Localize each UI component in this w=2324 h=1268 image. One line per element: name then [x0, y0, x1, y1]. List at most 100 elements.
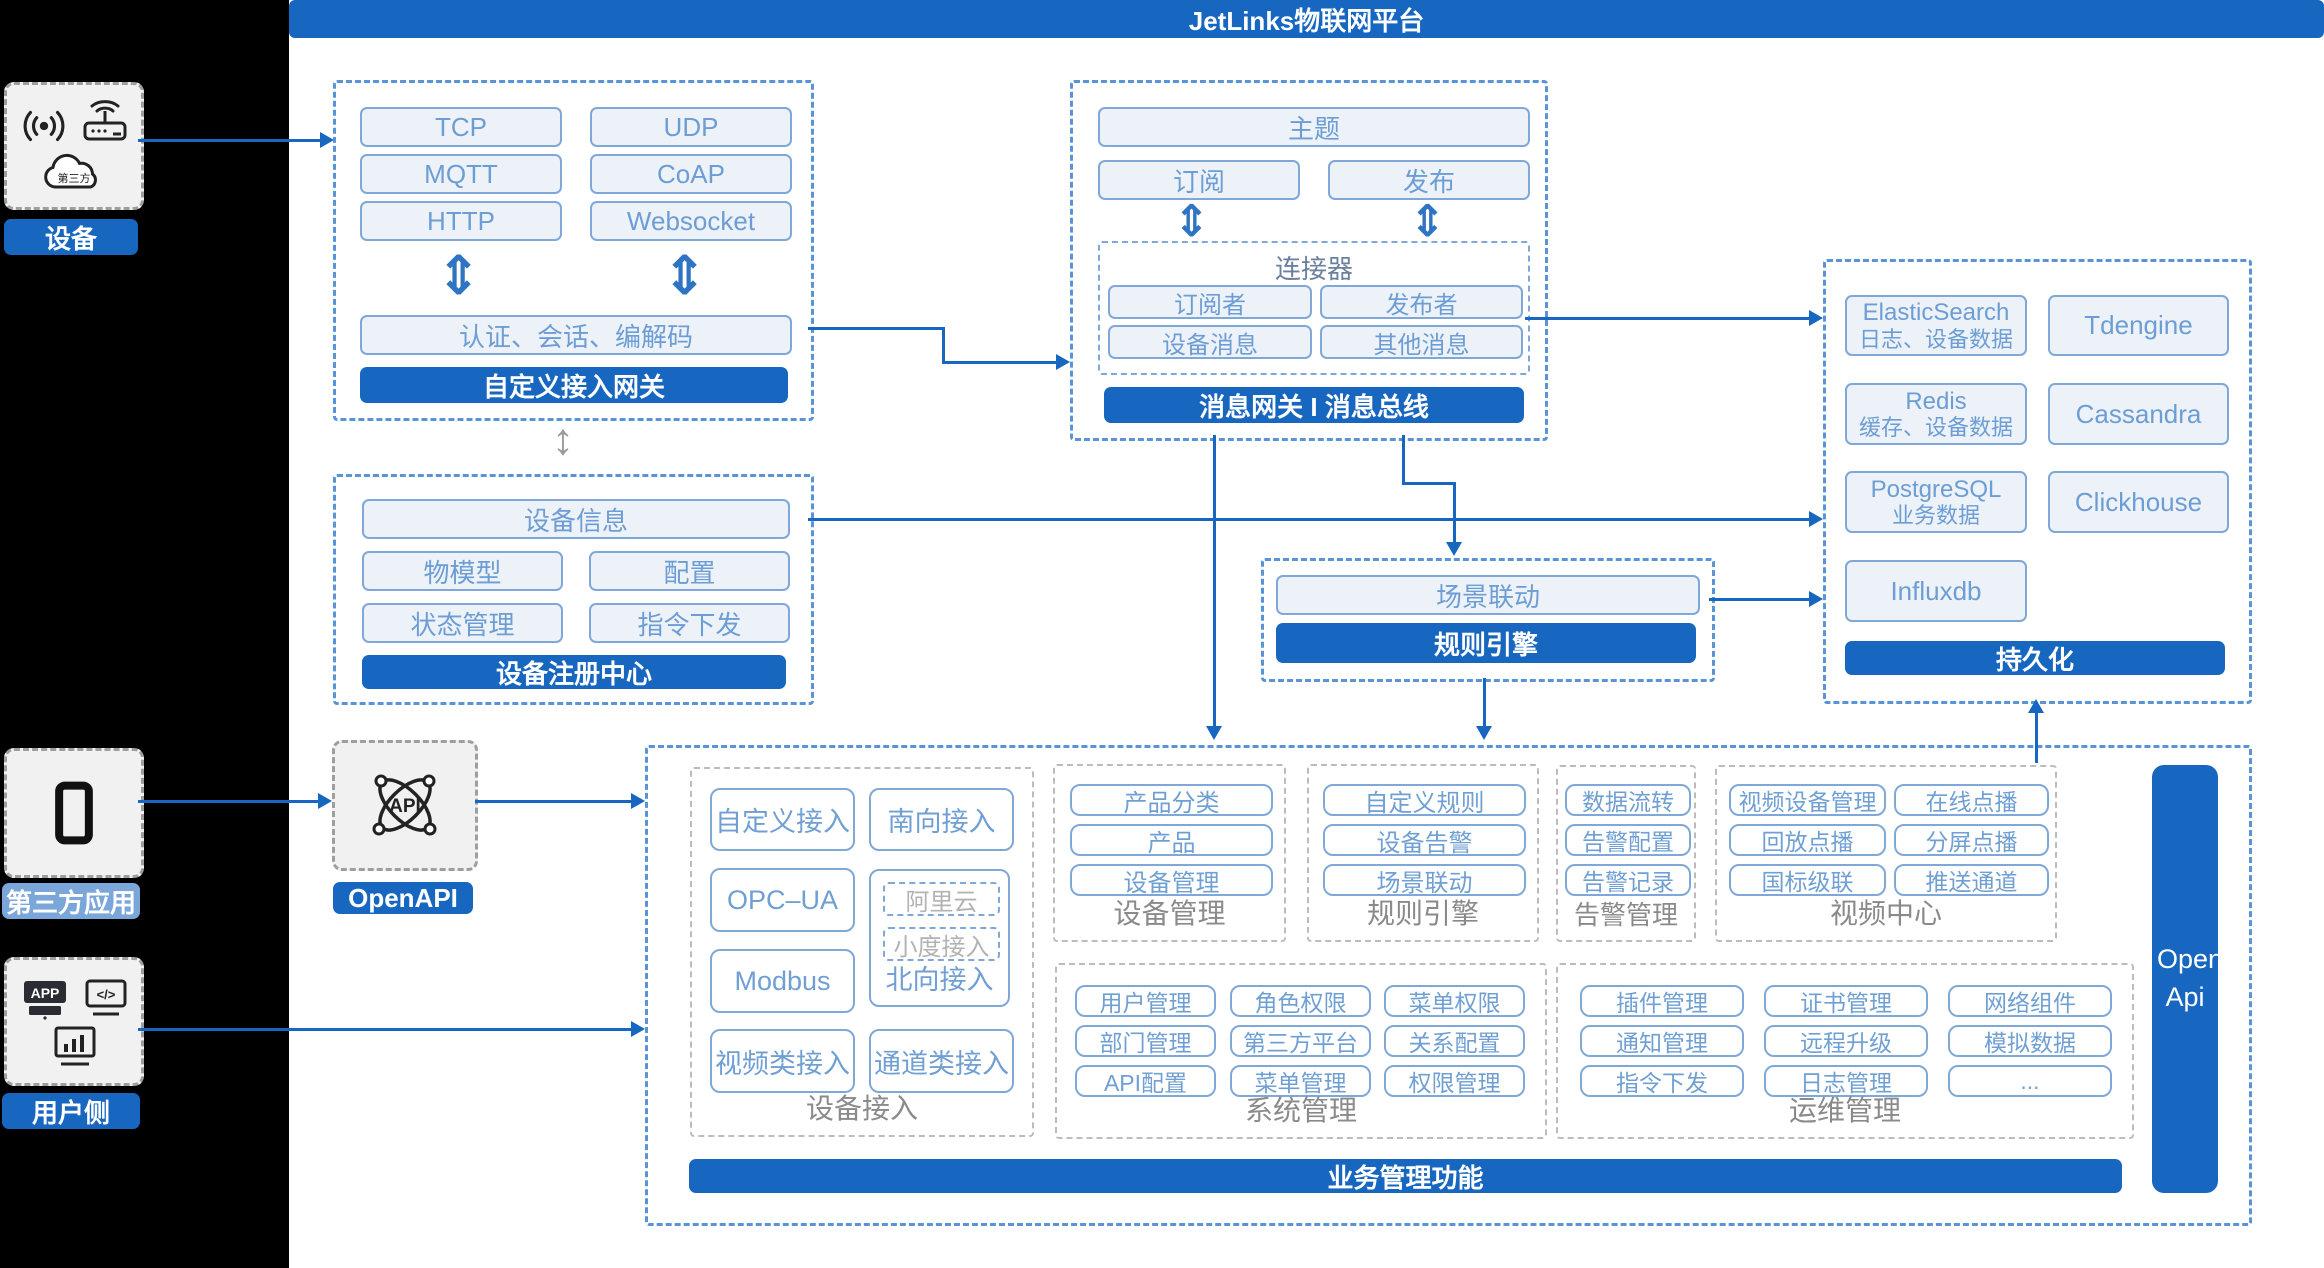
item-video-device-mgmt: 视频设备管理 — [1729, 784, 1886, 816]
store-redis: Redis 缓存、设备数据 — [1845, 383, 2027, 445]
access-opcua: OPC–UA — [710, 868, 855, 932]
item-split-screen: 分屏点播 — [1894, 824, 2049, 856]
connector-device-to-gateway — [138, 139, 322, 142]
publish-box: 发布 — [1328, 160, 1530, 200]
message-gateway-bar: 消息网关 I 消息总线 — [1104, 387, 1524, 423]
protocol-http: HTTP — [360, 201, 562, 241]
arrow-head — [631, 1021, 645, 1037]
store-tdengine: Tdengine — [2048, 295, 2229, 356]
wireless-signal-icon — [23, 110, 65, 142]
page-title: JetLinks物联网平台 — [1188, 5, 1425, 36]
topic-box: 主题 — [1098, 107, 1530, 147]
device-message-box: 设备消息 — [1108, 325, 1312, 359]
arrow-head — [631, 793, 645, 809]
protocol-websocket: Websocket — [590, 201, 792, 241]
code-window-icon: </> — [85, 979, 127, 1016]
connector-userside-to-platform — [138, 1028, 633, 1031]
openapi-icon-box: API — [332, 740, 478, 871]
item-more: ... — [1948, 1065, 2112, 1097]
double-arrow-icon: ⇕ — [662, 246, 708, 306]
registry-device-info: 设备信息 — [362, 499, 790, 539]
item-alarm-config: 告警配置 — [1565, 824, 1691, 856]
open-api-bar: Open Api — [2152, 765, 2223, 1193]
ops-mgmt-label: 运维管理 — [1788, 1095, 1901, 1126]
third-party-app-box — [4, 748, 144, 878]
item-network-component: 网络组件 — [1948, 985, 2112, 1017]
item-push-channel: 推送通道 — [1894, 864, 2049, 896]
item-relation-config: 关系配置 — [1384, 1025, 1525, 1057]
app-icon: APP — [24, 981, 66, 1020]
item-third-platform: 第三方平台 — [1230, 1025, 1371, 1057]
svg-text:第三方: 第三方 — [58, 171, 91, 185]
subscriber-box: 订阅者 — [1108, 285, 1312, 319]
access-aliyun: 阿里云 — [883, 882, 1000, 916]
item-device-mgmt: 设备管理 — [1070, 864, 1273, 897]
auth-session-codec: 认证、会话、编解码 — [360, 315, 792, 355]
rule-engine-group: 场景联动 规则引擎 — [1261, 558, 1715, 682]
device-registry-group: 设备信息 物模型 配置 状态管理 指令下发 设备注册中心 — [333, 474, 814, 705]
arrow-head — [1809, 310, 1823, 326]
item-gb-cascade: 国标级联 — [1729, 864, 1886, 896]
protocol-coap: CoAP — [590, 154, 792, 194]
ops-mgmt-section: 插件管理 证书管理 网络组件 通知管理 远程升级 模拟数据 指令下发 日志管理 … — [1556, 963, 2134, 1139]
store-elasticsearch: ElasticSearch 日志、设备数据 — [1845, 295, 2027, 356]
svg-text:</>: </> — [97, 987, 116, 1002]
item-device-alarm: 设备告警 — [1323, 824, 1526, 857]
item-mock-data: 模拟数据 — [1948, 1025, 2112, 1057]
device-sources-box: 第三方 — [4, 82, 144, 210]
rule-engine-bar: 规则引擎 — [1276, 623, 1696, 663]
rule-engine-section: 自定义规则 设备告警 场景联动 规则引擎 — [1307, 764, 1539, 942]
item-dept-mgmt: 部门管理 — [1075, 1025, 1216, 1057]
double-arrow-icon: ⇕ — [1409, 197, 1446, 246]
business-functions-bar: 业务管理功能 — [689, 1159, 2122, 1193]
video-center-section: 视频设备管理 在线点播 回放点播 分屏点播 国标级联 推送通道 视频中心 — [1715, 765, 2057, 942]
item-perm-mgmt: 权限管理 — [1384, 1065, 1525, 1097]
connector-platform-to-persistence — [2035, 712, 2038, 763]
svg-text:APP: APP — [31, 985, 60, 1001]
item-custom-rule: 自定义规则 — [1323, 784, 1526, 817]
third-party-cloud-icon: 第三方 — [44, 153, 97, 189]
connector-gateway-to-bus-3 — [942, 361, 1057, 364]
item-data-flow: 数据流转 — [1565, 784, 1691, 816]
item-cert-mgmt: 证书管理 — [1764, 985, 1928, 1017]
connector-bus-to-scene-2 — [1402, 482, 1456, 485]
alarm-mgmt-section: 数据流转 告警配置 告警记录 告警管理 — [1556, 765, 1696, 942]
mobile-phone-icon — [55, 781, 93, 845]
connector-gateway-to-bus-1 — [808, 327, 945, 330]
access-xiaodu: 小度接入 — [883, 927, 1000, 961]
persistence-bar: 持久化 — [1845, 641, 2225, 675]
business-platform-group — [645, 745, 2252, 1226]
svg-text:API: API — [389, 796, 421, 817]
item-menu-perm: 菜单权限 — [1384, 985, 1525, 1017]
device-access-section: 自定义接入 南向接入 OPC–UA 北向接入 阿里云 小度接入 Modbus 视… — [690, 767, 1034, 1137]
access-channel: 通道类接入 — [869, 1029, 1014, 1093]
store-postgresql: PostgreSQL 业务数据 — [1845, 471, 2027, 533]
connector-gateway-to-bus-2 — [942, 327, 945, 364]
item-command-send: 指令下发 — [1580, 1065, 1744, 1097]
arrow-head — [318, 793, 332, 809]
item-user-mgmt: 用户管理 — [1075, 985, 1216, 1017]
connector-bus-to-scene-1 — [1402, 435, 1405, 485]
protocol-udp: UDP — [590, 107, 792, 147]
device-mgmt-section: 产品分类 产品 设备管理 设备管理 — [1053, 764, 1286, 942]
item-menu-mgmt: 菜单管理 — [1230, 1065, 1371, 1097]
connector-title: 连接器 — [1274, 254, 1353, 284]
access-video: 视频类接入 — [710, 1029, 855, 1093]
store-clickhouse: Clickhouse — [2048, 471, 2229, 533]
api-atom-icon: API — [372, 774, 437, 836]
connector-registry-to-persistence — [808, 518, 1810, 521]
connector-rule-to-influxdb — [1709, 598, 1811, 601]
gray-double-arrow-icon: ↕ — [552, 415, 574, 464]
arrow-head — [320, 132, 334, 148]
access-northbound: 北向接入 阿里云 小度接入 — [869, 869, 1010, 1007]
connector-group: 连接器 订阅者 发布者 设备消息 其他消息 — [1098, 241, 1530, 375]
system-mgmt-section: 用户管理 角色权限 菜单权限 部门管理 第三方平台 关系配置 API配置 菜单管… — [1055, 963, 1547, 1139]
access-custom: 自定义接入 — [710, 788, 855, 851]
device-registry-bar: 设备注册中心 — [362, 655, 786, 689]
protocol-tcp: TCP — [360, 107, 562, 147]
third-party-app-label: 第三方应用 — [2, 883, 140, 919]
item-notify-mgmt: 通知管理 — [1580, 1025, 1744, 1057]
connector-bus-to-elasticsearch — [1525, 317, 1810, 320]
dashboard-monitor-icon — [54, 1026, 96, 1066]
access-modbus: Modbus — [710, 949, 855, 1013]
